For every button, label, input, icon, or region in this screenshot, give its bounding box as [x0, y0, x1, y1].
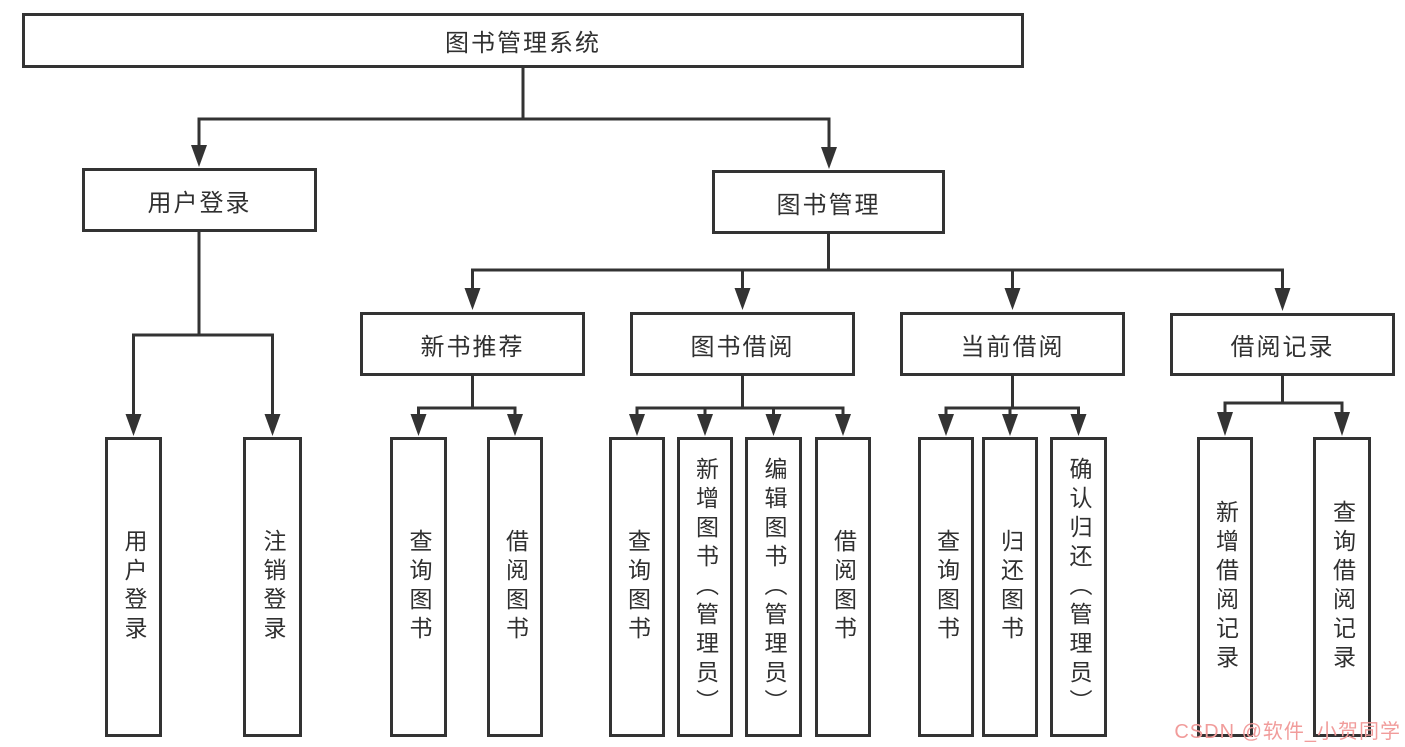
leaf-bb-query-books: 查询图书 [609, 437, 665, 737]
node-current-borrow-label: 当前借阅 [960, 333, 1065, 361]
node-book-management: 图书管理 [712, 170, 945, 234]
leaf-user-login-label: 用户登录 [121, 529, 147, 645]
node-root-label: 图书管理系统 [445, 30, 601, 57]
leaf-br-add-record-label: 新增借阅记录 [1212, 500, 1239, 674]
leaf-cb-confirm-return-admin-label: 确认归还（管理员） [1066, 456, 1092, 718]
node-current-borrow: 当前借阅 [900, 312, 1125, 376]
connector-current-borrow-children [938, 374, 1087, 436]
leaf-bb-query-books-label: 查询图书 [624, 529, 651, 645]
node-book-borrow: 图书借阅 [630, 312, 855, 376]
leaf-nbr-borrow-books: 借阅图书 [487, 437, 543, 737]
leaf-bb-edit-books-admin: 编辑图书（管理员） [745, 437, 802, 737]
node-borrow-records-label: 借阅记录 [1230, 334, 1335, 361]
leaf-bb-borrow-books-label: 借阅图书 [830, 529, 857, 645]
leaf-nbr-borrow-books-label: 借阅图书 [502, 529, 529, 645]
leaf-nbr-query-books: 查询图书 [390, 437, 447, 737]
leaf-bb-edit-books-admin-label: 编辑图书（管理员） [761, 456, 787, 718]
connector-user-login-children [125, 230, 281, 436]
node-new-book-recommend-label: 新书推荐 [420, 333, 525, 361]
leaf-cb-return-books-label: 归还图书 [997, 529, 1024, 645]
leaf-br-add-record: 新增借阅记录 [1197, 437, 1253, 737]
leaf-cb-confirm-return-admin: 确认归还（管理员） [1050, 437, 1107, 737]
node-borrow-records: 借阅记录 [1170, 313, 1395, 376]
leaf-cb-query-books-label: 查询图书 [933, 529, 960, 645]
node-book-borrow-label: 图书借阅 [690, 333, 795, 361]
leaf-cb-return-books: 归还图书 [982, 437, 1038, 737]
node-user-login-label: 用户登录 [147, 189, 252, 217]
node-user-login: 用户登录 [82, 168, 317, 232]
connector-borrow-records-children [1217, 374, 1350, 436]
node-new-book-recommend: 新书推荐 [360, 312, 585, 376]
leaf-user-login: 用户登录 [105, 437, 162, 737]
connector-root-to-level2 [191, 66, 837, 169]
leaf-logout-label: 注销登录 [260, 529, 286, 645]
leaf-br-query-record-label: 查询借阅记录 [1329, 500, 1356, 674]
leaf-nbr-query-books-label: 查询图书 [406, 529, 432, 645]
csdn-watermark: CSDN @软件_小贺同学 [1174, 721, 1401, 743]
node-root: 图书管理系统 [22, 13, 1024, 68]
node-book-management-label: 图书管理 [776, 191, 881, 219]
leaf-cb-query-books: 查询图书 [918, 437, 974, 737]
leaf-bb-add-books-admin: 新增图书（管理员） [677, 437, 733, 737]
leaf-bb-add-books-admin-label: 新增图书（管理员） [692, 456, 719, 718]
leaf-logout: 注销登录 [243, 437, 302, 737]
leaf-br-query-record: 查询借阅记录 [1313, 437, 1371, 737]
connector-book-management-children [464, 232, 1291, 311]
connector-book-borrow-children [629, 374, 851, 436]
leaf-bb-borrow-books: 借阅图书 [815, 437, 871, 737]
connector-new-book-recommend-children [410, 374, 523, 436]
